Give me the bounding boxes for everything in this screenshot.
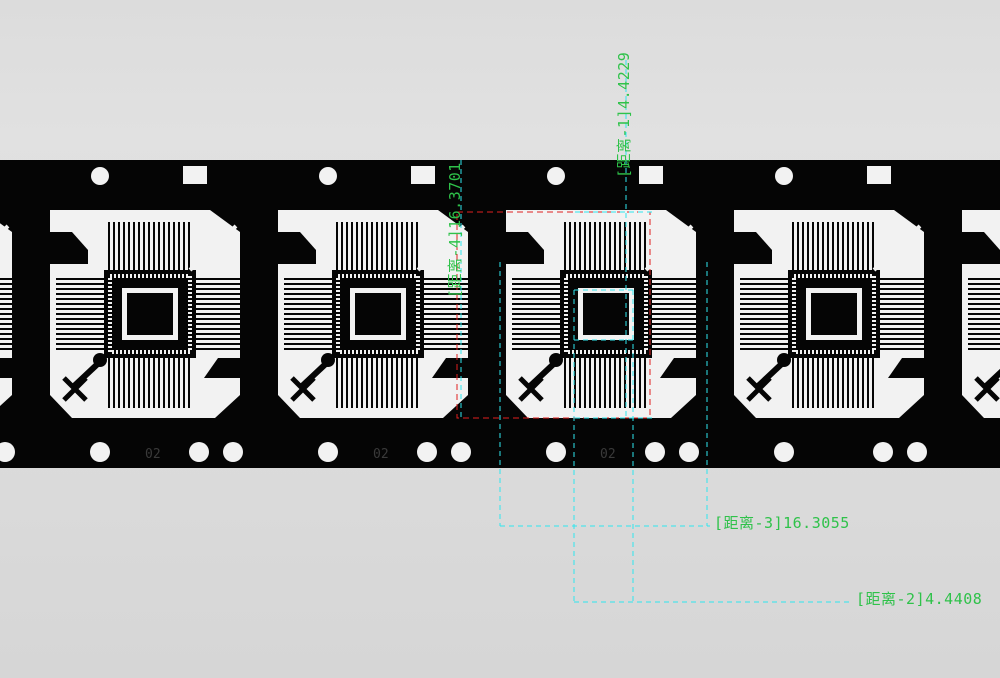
distance-2-guide[interactable] xyxy=(573,289,852,603)
distance-3-label: [距离-3]16.3055 xyxy=(714,514,850,532)
roi-box[interactable] xyxy=(456,211,651,419)
distance-2-label: [距离-2]4.4408 xyxy=(856,590,983,608)
distance-4-label: [距离-4]16.3701 xyxy=(446,162,464,298)
unit-code: 02 xyxy=(373,447,389,462)
distance-1-label: [距离-1]4.4229 xyxy=(615,51,633,178)
distance-1-guide[interactable] xyxy=(575,60,655,419)
unit-code: 02 xyxy=(600,447,616,462)
distance-3-guide[interactable] xyxy=(499,262,710,527)
unit-code: 02 xyxy=(145,447,161,462)
